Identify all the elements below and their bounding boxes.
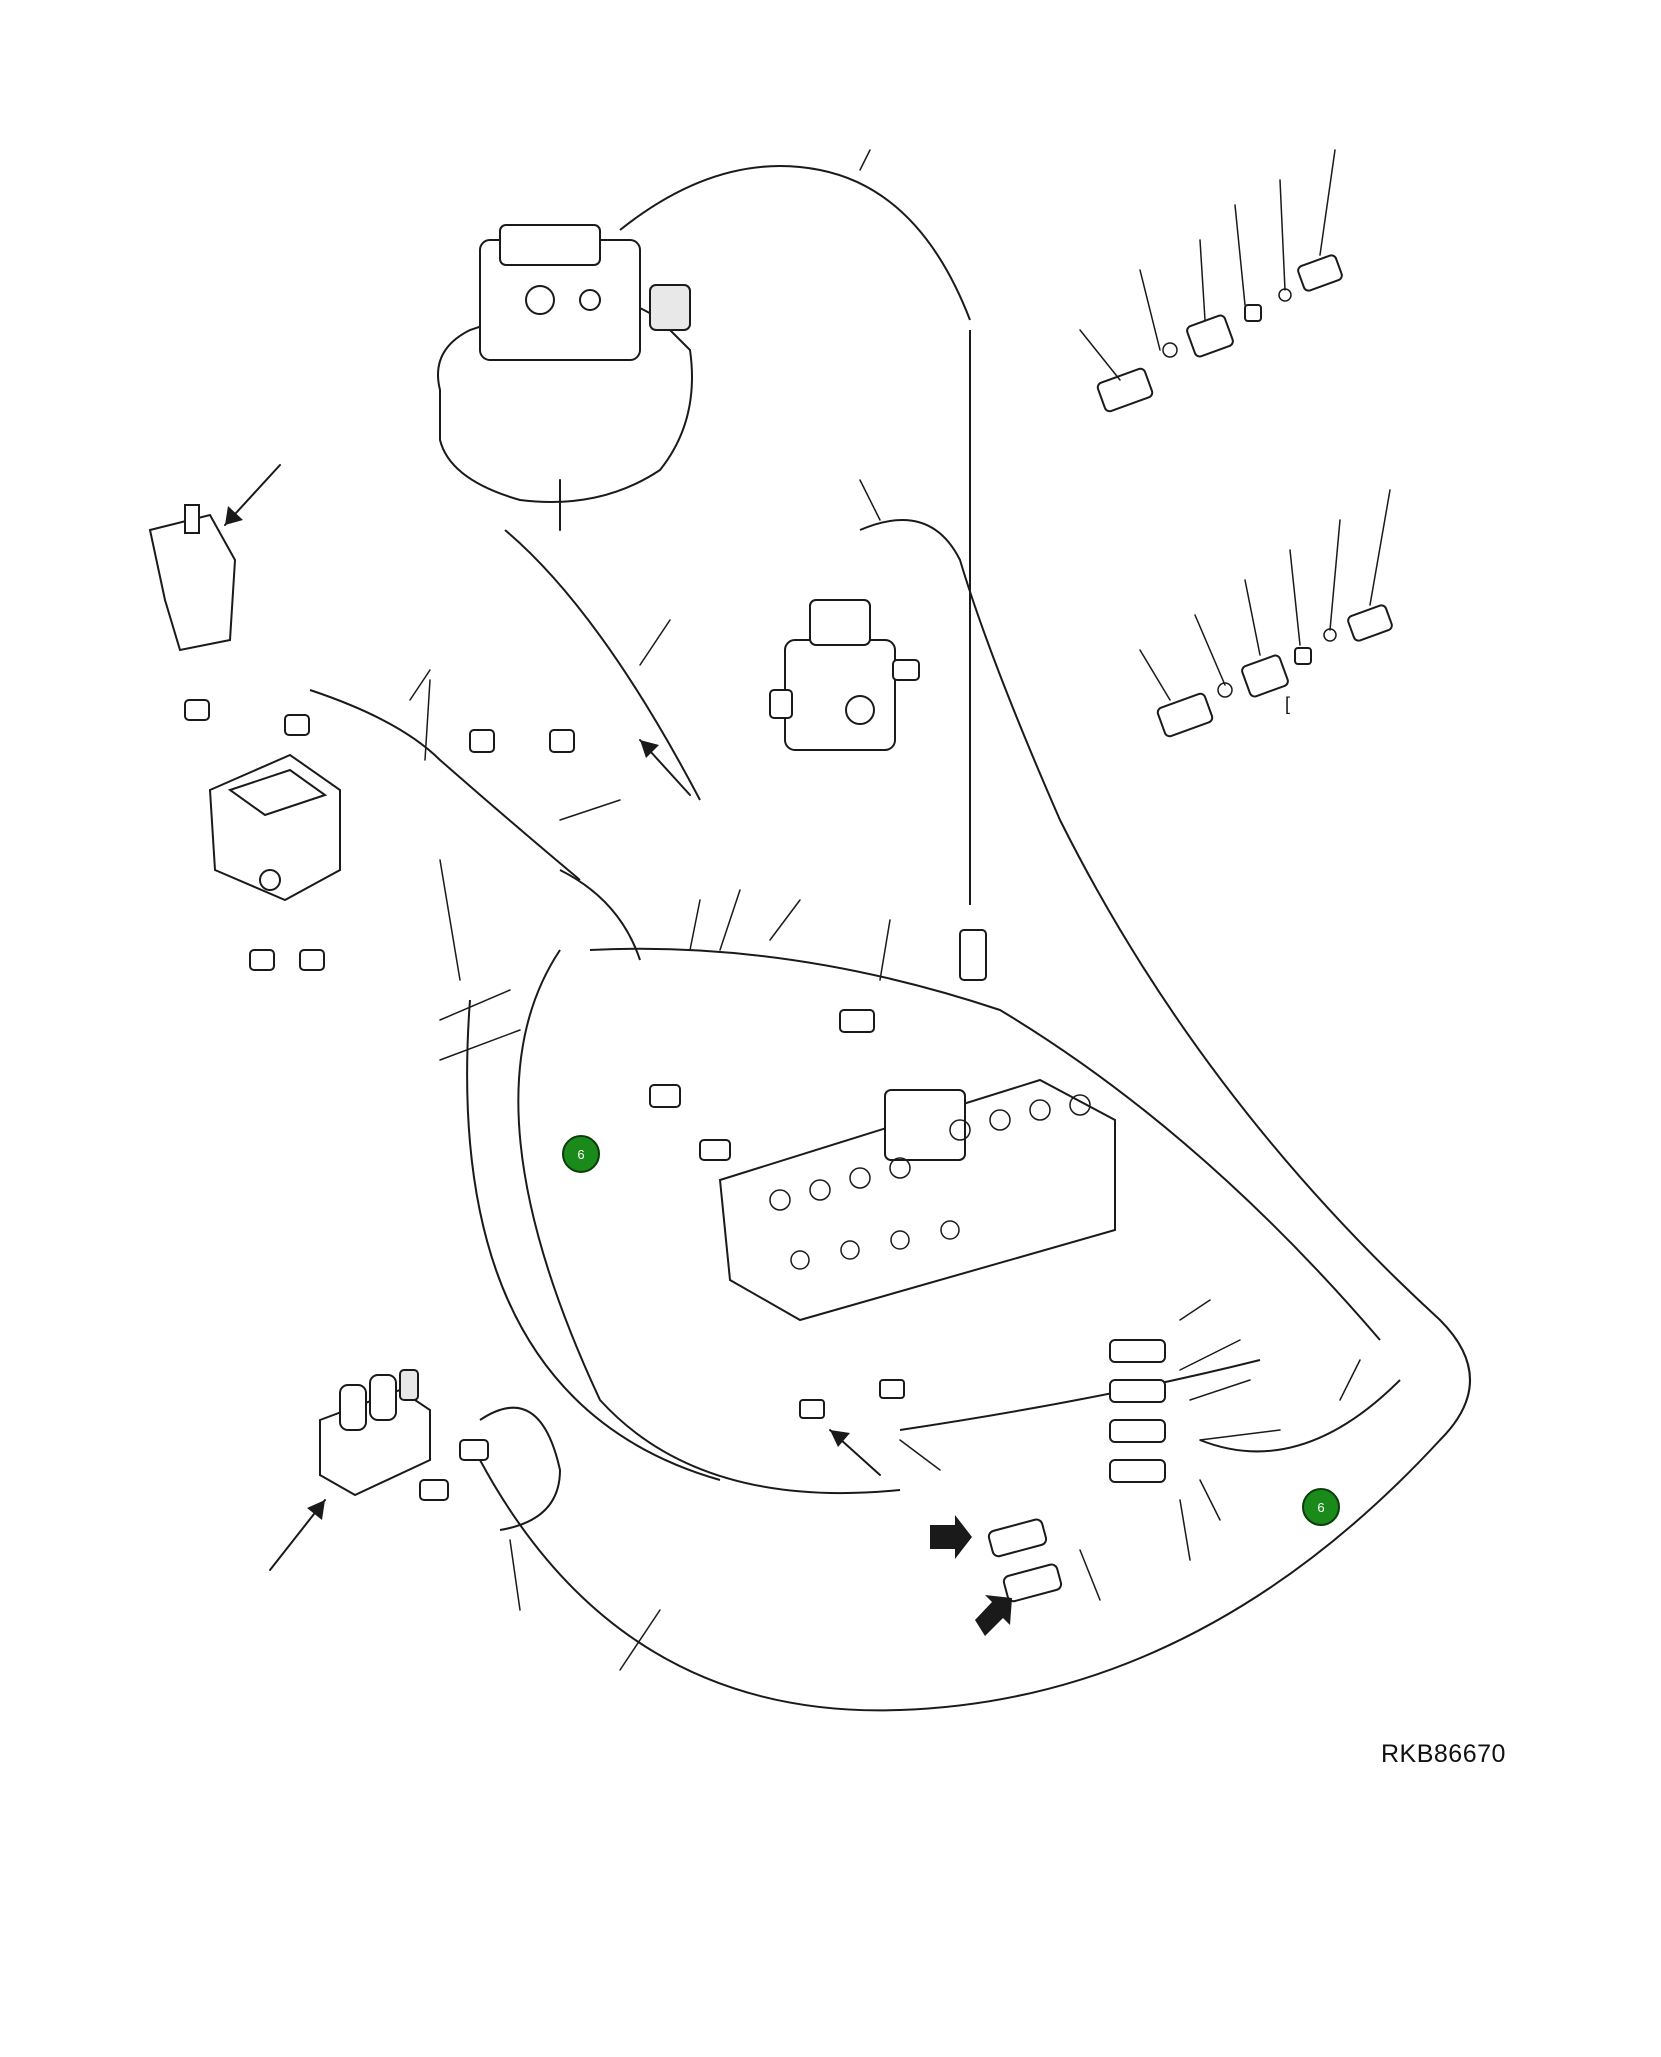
- stray-mark: [: [1285, 694, 1290, 714]
- small-fittings: [184, 699, 1166, 1603]
- fittings-upper-right: [: [1096, 254, 1393, 738]
- control-valve-ports: [769, 1094, 1091, 1270]
- control-valve: [718, 1078, 1116, 1322]
- callout-label: 6: [577, 1146, 585, 1162]
- drawing-code: RKB86670: [1381, 1740, 1506, 1768]
- leader-lines: [409, 149, 1391, 1671]
- pressure-switch-block: [148, 504, 237, 652]
- solenoid-valve: [208, 753, 341, 902]
- swivel-joint: [769, 599, 920, 751]
- callout-hotspot-6-left[interactable]: 6: [562, 1135, 600, 1173]
- direction-arrows: [224, 464, 1012, 1636]
- hoses: [309, 165, 1471, 1712]
- swing-motor: [437, 224, 693, 531]
- callout-hotspot-6-right[interactable]: 6: [1302, 1488, 1340, 1526]
- callout-label: 6: [1317, 1499, 1325, 1515]
- solenoid-block-bottom: [319, 1369, 431, 1497]
